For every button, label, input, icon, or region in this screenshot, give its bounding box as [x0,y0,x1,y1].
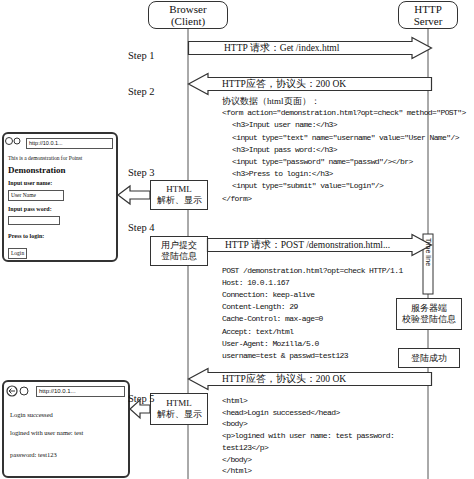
protocol-text: POST /demonstration.html?opt=check HTTP/… [222,266,403,276]
message-text: HTTP 请求：Get /index.html [224,43,339,54]
protocol-text: <input type="password" name="passwd"/></… [232,157,413,167]
protocol-text: Content-Length: 29 [222,302,298,312]
browser-page-text: Input user name: [8,180,112,187]
protocol-text: Accept: text/html [222,327,293,337]
request-arrow: HTTP 请求：POST /demonstration.html... [207,234,432,256]
browser-window: http://10.0.1... This is a demonstration … [2,132,118,262]
protocol-text: <input type="submit" value="Login"/> [232,181,383,191]
participant-name: Browser (Client) [159,3,217,27]
protocol-text: <html> [222,396,247,406]
display-arrow [118,186,150,204]
step-label: Step 5 [128,393,155,405]
browser-window: http://10.0.1... Login successed logined w… [2,380,130,478]
step-label: Step 1 [128,50,155,62]
browser-page-text: Login [8,248,27,259]
step-text: 登陆成功 [411,353,447,364]
protocol-text: test123</p> [222,443,268,453]
step-label: Step 3 [128,167,155,179]
message-text: HTTP应答，协议头：200 OK [222,374,346,385]
protocol-text: <head>Login successed</head> [222,408,340,418]
browser-page-text: http://10.0.1... [36,386,125,397]
step-label: Step 4 [128,222,155,234]
process-box: HTML 解析、显示 [150,180,208,210]
step-text: 用户提交 登陆信息 [155,240,203,262]
step-text: HTML 解析、显示 [155,184,203,206]
protocol-text: <input type="text" name="username" value… [232,133,459,143]
browser-page-text: password: test123 [10,451,122,459]
arrow-outline [189,74,432,95]
protocol-text: <h3>Press to login:</h3> [232,169,333,179]
protocol-text: <form action="demonstration.html?opt=che… [222,108,466,118]
browser-page-text: http://10.0.1... [26,138,113,149]
participant-name: HTTP Server [407,3,449,27]
response-arrow: HTTP应答，协议头：200 OK [188,73,432,95]
participant-box: Browser (Client) [148,1,228,29]
browser-page-text: This is a demonstration for Poinst [8,155,112,162]
protocol-text: </body> [222,455,251,465]
arrow-outline [189,38,432,59]
arrow-outline [189,369,432,390]
input-field [8,216,60,225]
protocol-text: Connection: keep-alive [222,290,314,300]
protocol-text: </form> [222,194,251,204]
process-box: 服务器端 校验登陆信息 [396,298,462,330]
browser-page-text: logined with user name: test [10,429,122,437]
process-box: 用户提交 登陆信息 [150,236,208,266]
protocol-text: User-Agent: Mozilla/5.0 [222,339,319,349]
browser-page-text: User Name [8,190,64,201]
process-box: HTML 解析、显示 [150,393,208,425]
step-label: Step 2 [128,86,155,98]
request-arrow: HTTP 请求：Get /index.html [188,37,432,59]
protocol-text: <body> [222,419,247,429]
browser-page-text: Login successed [10,411,122,419]
response-arrow: HTTP应答，协议头：200 OK [188,368,432,390]
message-text: HTTP 请求：POST /demonstration.html... [225,240,390,251]
protocol-text: username=test & passwd=test123 [222,351,348,361]
protocol-text: </html> [222,466,251,476]
browser-page-text: Input pass word: [8,206,112,213]
step-text: HTML 解析、显示 [155,398,203,420]
protocol-text: <h3>Input user name:</h3> [232,120,337,130]
arrow-outline [208,235,432,256]
protocol-text: Cache-Control: max-age=0 [222,314,323,324]
protocol-text: <h3>Input pass word:</h3> [232,145,337,155]
browser-page-text: Demonstration [8,165,112,176]
protocol-text: <p>logined with user name: test password… [222,431,394,441]
participant-box: HTTP Server [398,1,458,29]
protocol-heading: 协议数据（html页面）： [222,96,320,106]
protocol-text: Host: 10.0.1.167 [222,278,289,288]
timeline-label: Time line [424,238,432,266]
browser-page-text: Press to login: [8,233,112,240]
message-text: HTTP应答，协议头：200 OK [222,79,346,90]
step-text: 服务器端 校验登陆信息 [401,303,457,325]
process-box: 登陆成功 [398,348,460,368]
